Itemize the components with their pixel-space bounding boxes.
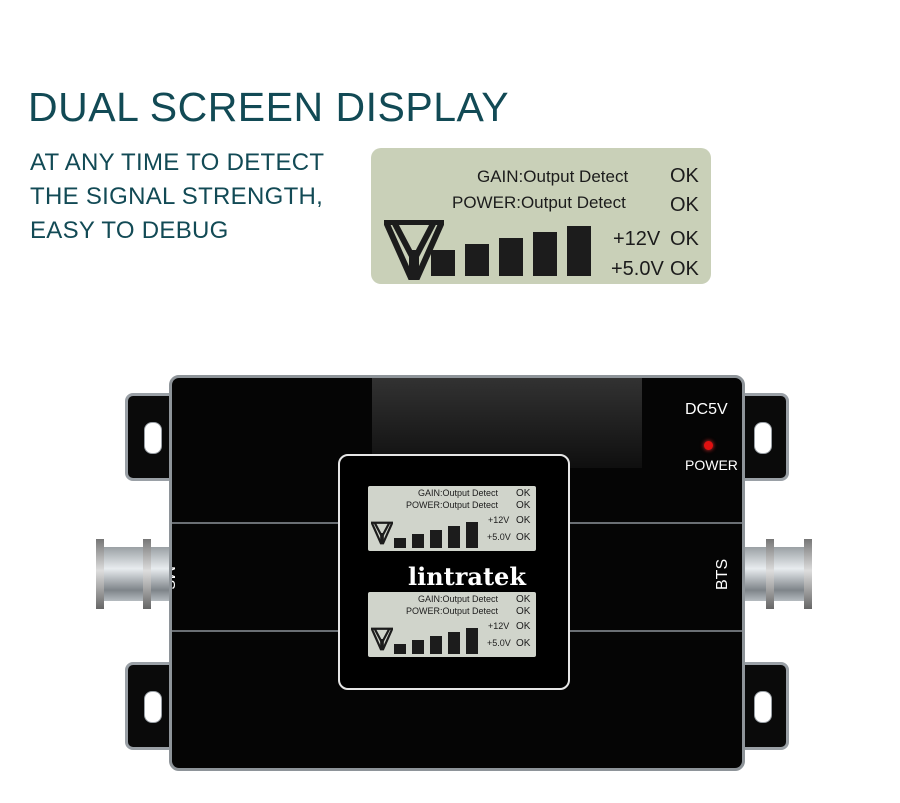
antenna-icon xyxy=(384,220,444,280)
mini-lcd-ok: OK xyxy=(516,532,531,543)
mini-signal-bar xyxy=(466,628,478,654)
mini-lcd-label: GAIN:Output Detect xyxy=(418,594,499,604)
power-text: POWER xyxy=(685,457,738,473)
mini-lcd-label: +5.0V xyxy=(487,532,511,542)
ms-connector xyxy=(96,547,172,601)
subtitle-line-2: THE SIGNAL STRENGTH, xyxy=(30,183,324,210)
brand-logo: lintratek xyxy=(408,562,526,591)
mini-signal-bar xyxy=(430,530,442,548)
mini-signal-bar xyxy=(430,636,442,654)
mini-signal-bar xyxy=(412,640,424,654)
mini-lcd-label: +5.0V xyxy=(487,638,511,648)
mini-lcd-ok: OK xyxy=(516,621,531,632)
ms-connector-ring xyxy=(96,539,104,609)
mini-lcd-ok: OK xyxy=(516,500,531,511)
power-status: OK xyxy=(670,194,699,216)
bts-connector-ring xyxy=(804,539,812,609)
mini-signal-bar xyxy=(412,534,424,548)
signal-bar xyxy=(567,226,591,276)
power-label: POWER:Output Detect xyxy=(452,193,626,212)
antenna-icon xyxy=(371,627,393,651)
v12-status: OK xyxy=(670,228,699,250)
dc-label: DC5V xyxy=(685,401,728,418)
mini-signal-bar xyxy=(466,522,478,548)
power-led xyxy=(704,441,713,450)
signal-bar xyxy=(465,244,489,276)
signal-bar xyxy=(533,232,557,276)
mini-lcd-ok: OK xyxy=(516,638,531,649)
mini-signal-bar xyxy=(394,538,406,548)
ms-port-label: MS xyxy=(169,566,177,590)
v5-status: OK xyxy=(670,258,699,280)
signal-bar xyxy=(431,250,455,276)
mini-lcd-ok: OK xyxy=(516,594,531,605)
mini-signal-bar xyxy=(448,632,460,654)
subtitle: AT ANY TIME TO DETECT THE SIGNAL STRENGT… xyxy=(30,146,324,248)
ms-connector-ring xyxy=(143,539,151,609)
mini-lcd-label: GAIN:Output Detect xyxy=(418,488,499,498)
mini-signal-bar xyxy=(394,644,406,654)
gain-label: GAIN:Output Detect xyxy=(477,167,629,186)
lcd-display-large: GAIN:Output Detect OK POWER:Output Detec… xyxy=(371,148,711,284)
gain-status: OK xyxy=(670,165,699,187)
mini-lcd-label: POWER:Output Detect xyxy=(406,500,499,510)
mini-lcd-ok: OK xyxy=(516,606,531,617)
bts-connector-ring xyxy=(766,539,774,609)
mini-lcd-label: +12V xyxy=(488,621,510,631)
mini-lcd-label: +12V xyxy=(488,515,510,525)
subtitle-line-3: EASY TO DEBUG xyxy=(30,217,229,244)
signal-bar xyxy=(499,238,523,276)
bts-connector xyxy=(740,547,812,601)
mini-signal-bar xyxy=(448,526,460,548)
sheen xyxy=(372,378,642,468)
mini-lcd-ok: OK xyxy=(516,488,531,499)
antenna-icon xyxy=(371,521,393,545)
mini-lcd-ok: OK xyxy=(516,515,531,526)
subtitle-line-1: AT ANY TIME TO DETECT xyxy=(30,149,325,176)
v5-label: +5.0V xyxy=(611,258,664,280)
bts-port-label: BTS xyxy=(714,558,731,590)
headline: DUAL SCREEN DISPLAY xyxy=(28,84,510,130)
mini-lcd-label: POWER:Output Detect xyxy=(406,606,499,616)
v12-label: +12V xyxy=(613,228,661,250)
